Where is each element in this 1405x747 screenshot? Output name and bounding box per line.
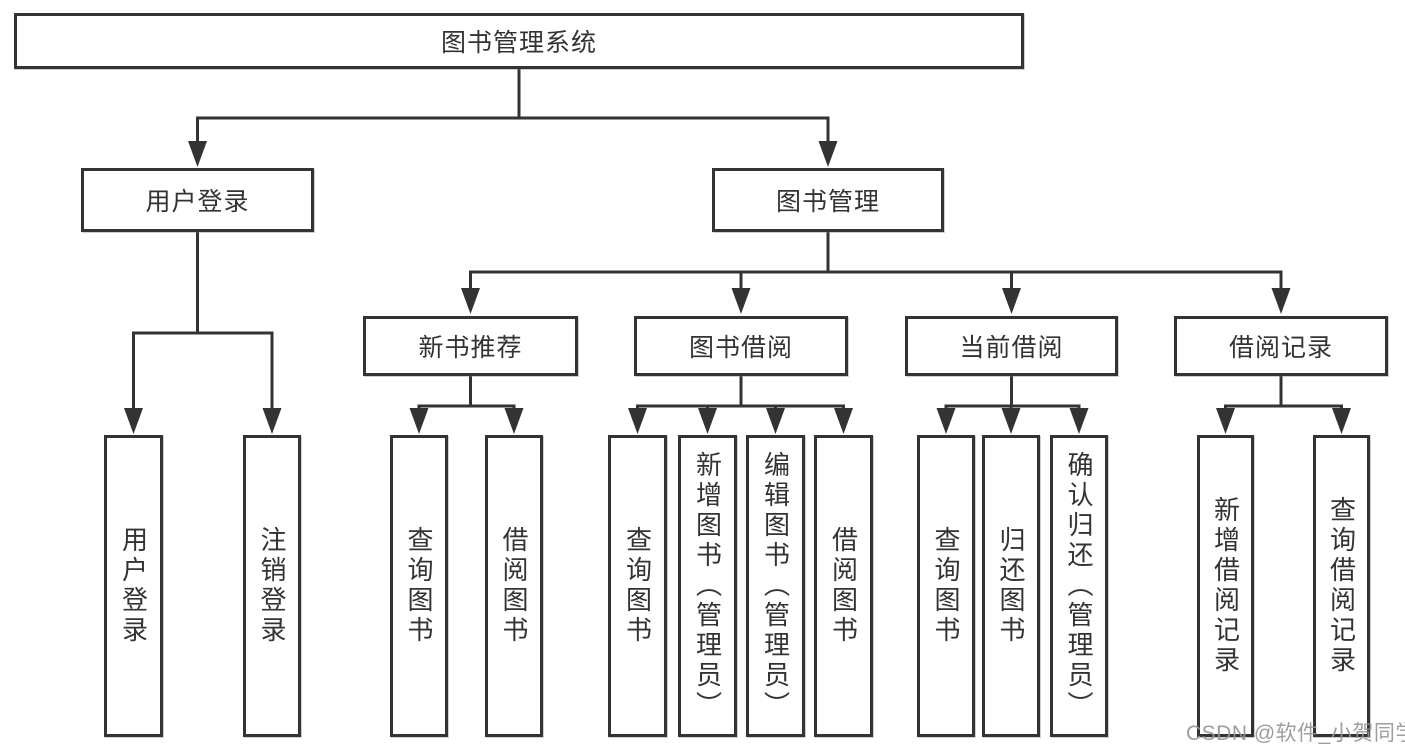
leaf-borrow-add-books-admin: 新增图书（管理员） bbox=[678, 435, 737, 737]
csdn-watermark: CSDN @软件_小贺同学 bbox=[1186, 722, 1405, 745]
arrowhead-icons bbox=[124, 141, 1351, 434]
leaf-newbook-query-books: 查询图书 bbox=[390, 435, 448, 737]
leaf-records-query-record: 查询借阅记录 bbox=[1313, 435, 1370, 737]
leaf-current-return-books: 归还图书 bbox=[982, 435, 1040, 737]
leaf-current-query-books: 查询图书 bbox=[917, 435, 975, 737]
node-current-borrowing: 当前借阅 bbox=[905, 316, 1118, 376]
leaf-records-add-record: 新增借阅记录 bbox=[1197, 435, 1254, 737]
leaf-borrow-borrow-books: 借阅图书 bbox=[814, 435, 873, 737]
leaf-current-confirm-return-admin: 确认归还（管理员） bbox=[1050, 435, 1108, 737]
node-book-borrowing: 图书借阅 bbox=[634, 316, 848, 376]
leaf-borrow-query-books: 查询图书 bbox=[608, 435, 667, 737]
leaf-newbook-borrow-books: 借阅图书 bbox=[485, 435, 543, 737]
node-book-management: 图书管理 bbox=[712, 168, 944, 232]
leaf-borrow-edit-books-admin: 编辑图书（管理员） bbox=[746, 435, 805, 737]
node-user-login: 用户登录 bbox=[81, 168, 314, 232]
node-root-system: 图书管理系统 bbox=[14, 13, 1024, 69]
node-borrowing-records: 借阅记录 bbox=[1174, 316, 1388, 376]
node-new-book-recommend: 新书推荐 bbox=[363, 316, 578, 376]
leaf-logout: 注销登录 bbox=[243, 435, 301, 737]
leaf-user-login: 用户登录 bbox=[104, 435, 163, 737]
